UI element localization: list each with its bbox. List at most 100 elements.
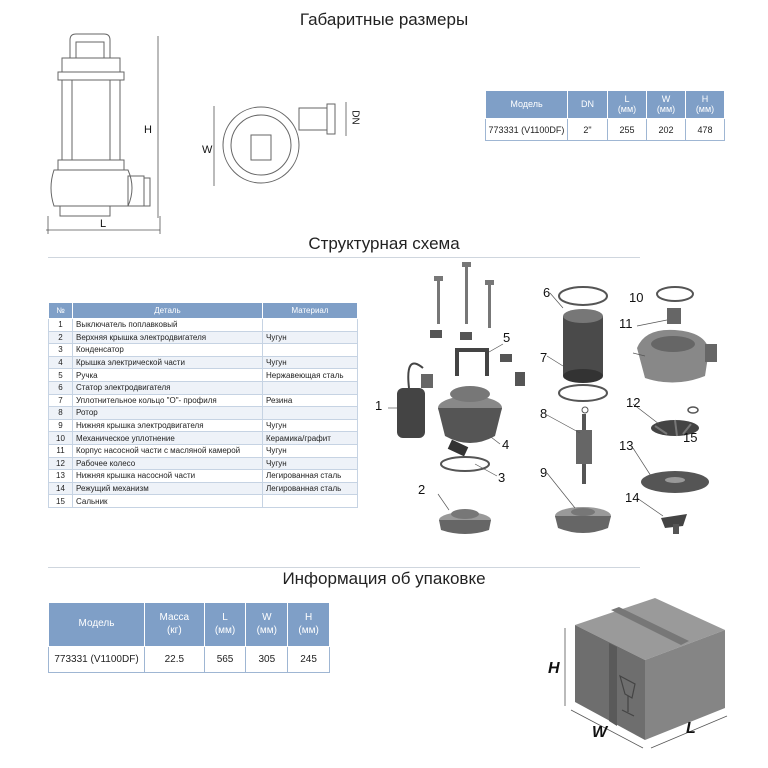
cell-material [262,406,358,420]
col-part: Деталь [72,302,263,319]
col-dn: DN [567,90,608,119]
package-box-illustration [564,598,728,749]
cell-material: Резина [262,393,358,408]
cell-model: 773331 (V1100DF) [48,646,145,673]
cell-no: 4 [48,355,73,370]
cell-part: Сальник [72,494,263,508]
col-model: Модель [48,602,145,647]
cell-l: 255 [607,118,647,141]
callout-15: 15 [683,430,698,445]
cell-part: Ротор [72,406,263,420]
col-no: № [48,302,73,319]
box-l-label: L [686,720,696,737]
cell-model: 773331 (V1100DF) [485,118,568,141]
cell-no: 9 [48,418,73,433]
cell-part: Верхняя крышка электродвигателя [72,330,263,345]
cell-material: Чугун [262,456,358,471]
cell-h: 245 [287,646,330,673]
cell-material: Нержавеющая сталь [262,368,358,382]
packaging-divider [48,567,640,568]
cell-material [262,343,358,357]
cell-material [262,494,358,508]
col-model: Модель [485,90,568,119]
table-row: 773331 (V1100DF) 22.5 565 305 245 [48,646,330,673]
callout-13: 13 [619,438,634,453]
pump-top-view-drawing [213,102,347,186]
cell-no: 7 [48,393,73,408]
box-h-label: H [548,660,560,677]
cell-h: 478 [685,118,725,141]
cell-material: Легированная сталь [262,481,358,496]
col-h: H(мм) [685,90,725,119]
packaging-title: Информация об упаковке [282,569,486,588]
cell-material: Керамика/графит [262,431,358,445]
cell-part: Нижняя крышка насосной части [72,469,263,483]
callout-11: 11 [619,316,633,331]
cell-material: Легированная сталь [262,469,358,483]
callout-4: 4 [502,437,510,452]
col-w: W(мм) [646,90,686,119]
exploded-parts-diagram [388,262,717,534]
cell-part: Крышка электрической части [72,355,263,370]
col-h: H(мм) [287,602,330,647]
cell-material: Чугун [262,355,358,370]
cell-material [262,318,358,332]
cell-l: 565 [203,646,247,673]
cell-part: Режущий механизм [72,481,263,496]
cell-w: 305 [245,646,289,673]
structure-title: Структурная схема [308,234,460,253]
cell-no: 12 [48,456,73,471]
cell-no: 14 [48,481,73,496]
callout-2: 2 [418,482,426,497]
cell-no: 2 [48,330,73,345]
cell-no: 3 [48,343,73,357]
cell-no: 13 [48,469,73,483]
table-row: 773331 (V1100DF) 2" 255 202 478 [485,118,725,141]
dim-h-label: H [144,124,152,136]
cell-part: Механическое уплотнение [72,431,263,445]
cell-no: 1 [48,318,73,332]
cell-part: Корпус насосной части с масляной камерой [72,443,263,458]
cell-mass: 22.5 [144,646,205,673]
dim-w-label: W [202,144,213,156]
col-l: L(мм) [607,90,647,119]
cell-no: 5 [48,368,73,382]
cell-material: Чугун [262,330,358,345]
cell-no: 15 [48,494,73,508]
callout-6: 6 [543,285,551,300]
packaging-table: Модель Масса(кг) L(мм) W(мм) H(мм) 77333… [48,602,330,673]
cell-material: Чугун [262,443,358,458]
cell-part: Уплотнительное кольцо "О"- профиля [72,393,263,408]
callout-14: 14 [625,490,640,505]
cell-part: Конденсатор [72,343,263,357]
pump-side-view-drawing [46,33,161,234]
dim-l-label: L [100,218,107,230]
box-w-label: W [592,724,608,741]
cell-part: Выключатель поплавковый [72,318,263,332]
dimensions-table: Модель DN L(мм) W(мм) H(мм) 773331 (V110… [485,90,725,141]
col-material: Материал [262,302,358,319]
cell-no: 11 [48,443,73,458]
cell-no: 10 [48,431,73,445]
cell-dn: 2" [567,118,608,141]
cell-part: Нижняя крышка электродвигателя [72,418,263,433]
callout-5: 5 [503,330,511,345]
cell-material [262,380,358,395]
cell-no: 6 [48,380,73,395]
col-w: W(мм) [245,602,289,647]
cell-material: Чугун [262,418,358,433]
